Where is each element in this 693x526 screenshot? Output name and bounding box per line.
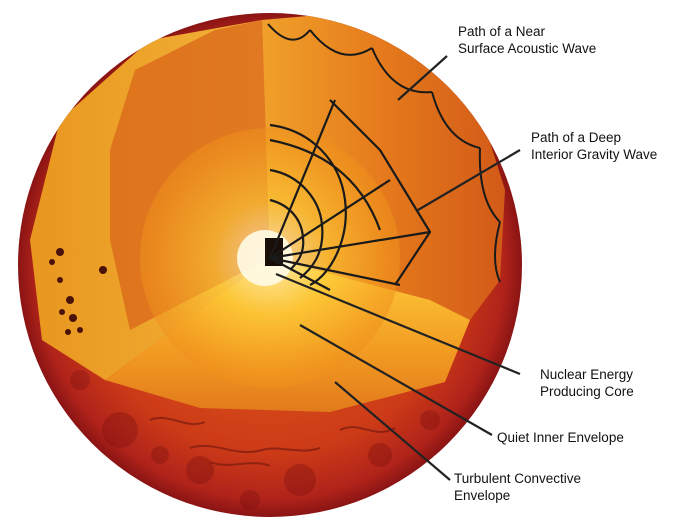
label-quiet-envelope: Quiet Inner Envelope [497,429,624,446]
label-gravity-wave: Path of a Deep Interior Gravity Wave [531,129,657,163]
label-nuclear-core: Nuclear Energy Producing Core [540,366,634,400]
label-acoustic-wave: Path of a Near Surface Acoustic Wave [458,23,596,57]
label-turbulent-envelope: Turbulent Convective Envelope [454,470,581,504]
